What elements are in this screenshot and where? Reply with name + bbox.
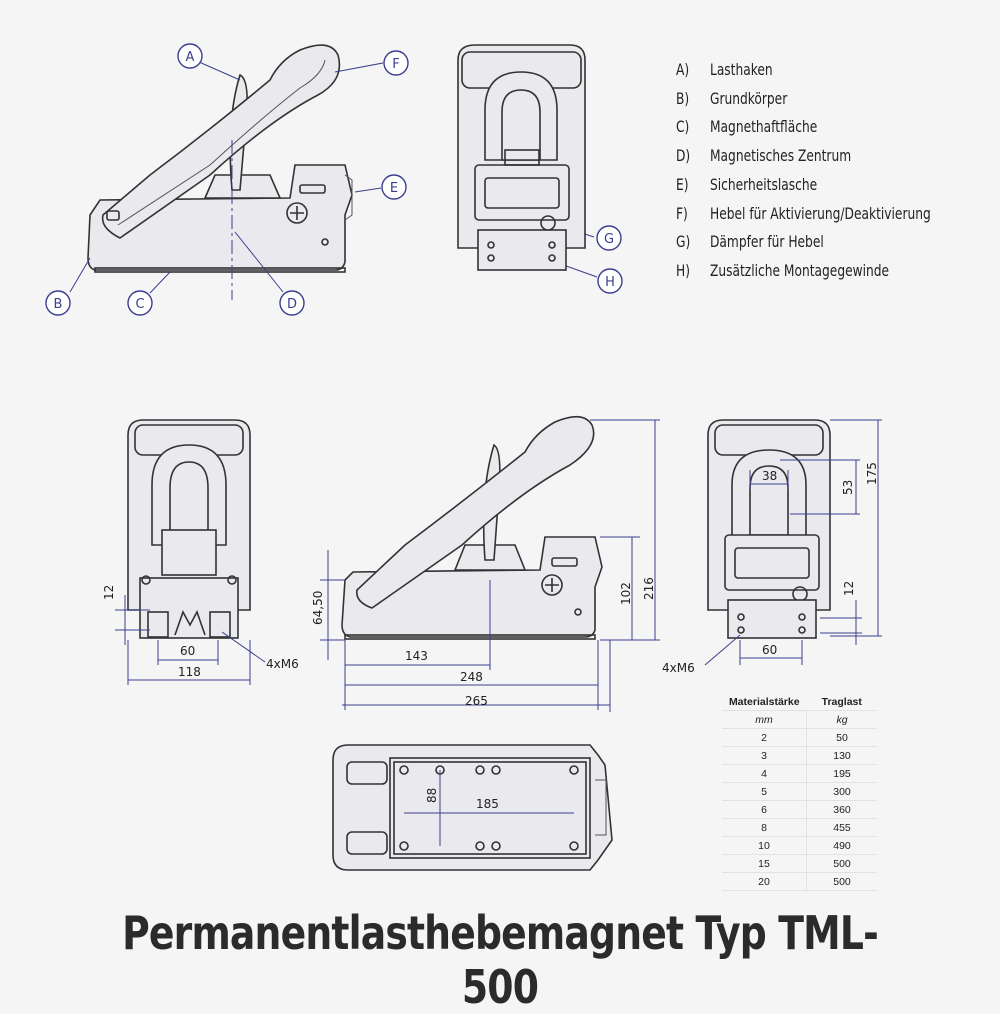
legend-item: C)Magnethaftfläche [676,117,818,137]
svg-text:175: 175 [865,462,879,485]
callout-a: A [177,43,203,69]
svg-text:G: G [604,232,614,247]
legend-item: B)Grundkörper [676,88,788,108]
svg-text:216: 216 [642,577,656,600]
svg-text:265: 265 [465,694,488,708]
header-load: Traglast [806,693,877,711]
svg-text:60: 60 [762,643,777,657]
callout-lines-top [69,61,598,294]
side-view-top [87,44,353,300]
header-material: Materialstärke [722,693,807,711]
callout-d: D [279,290,305,316]
callout-h: H [597,268,623,294]
svg-text:4xM6: 4xM6 [266,657,299,671]
front-view-right [707,419,831,639]
legend-item: G)Dämpfer für Hebel [676,232,824,252]
dims-front-left: 12 60 118 4xM6 [102,585,299,685]
legend-item: F)Hebel für Aktivierung/Deaktivierung [676,203,931,223]
svg-text:64,50: 64,50 [311,591,325,625]
page-title: Permanentlasthebemagnet Typ TML-500 [122,906,879,1014]
svg-text:A: A [186,50,195,65]
legend-item: A)Lasthaken [676,60,773,79]
callouts: A B C D E F G H [45,43,623,316]
dims-bottom: 88 185 [404,770,574,846]
front-view-left [127,419,251,639]
svg-text:4xM6: 4xM6 [662,661,695,675]
svg-text:D: D [287,297,297,312]
legend-item: D)Magnetisches Zentrum [676,146,852,166]
svg-text:B: B [54,297,63,312]
svg-text:38: 38 [762,469,777,483]
callout-c: C [127,290,153,316]
callout-b: B [45,290,71,316]
svg-text:60: 60 [180,644,195,658]
svg-text:H: H [605,275,615,290]
svg-text:185: 185 [476,797,499,811]
svg-text:248: 248 [460,670,483,684]
svg-text:E: E [390,181,398,196]
dims-side: 64,50 143 248 265 102 216 [311,419,660,712]
svg-text:143: 143 [405,649,428,663]
legend-item: E)Sicherheitslasche [676,174,818,194]
svg-text:118: 118 [178,665,201,679]
svg-text:88: 88 [425,788,439,803]
callout-e: E [381,174,407,200]
svg-text:102: 102 [619,582,633,605]
legend-item: H)Zusätzliche Montagegewinde [676,260,890,280]
bottom-view [332,744,613,871]
dims-front-right: 38 53 175 12 60 4xM6 [662,419,882,675]
callout-g: G [596,225,622,251]
svg-text:53: 53 [841,480,855,495]
svg-text:F: F [392,57,399,72]
callout-f: F [383,50,409,76]
front-view-top [457,44,586,271]
svg-text:12: 12 [102,585,116,600]
svg-text:C: C [135,297,144,312]
svg-text:12: 12 [842,581,856,596]
legend: A)Lasthaken B)Grundkörper C)Magnethaftfl… [676,56,931,286]
side-view-middle [341,415,603,640]
